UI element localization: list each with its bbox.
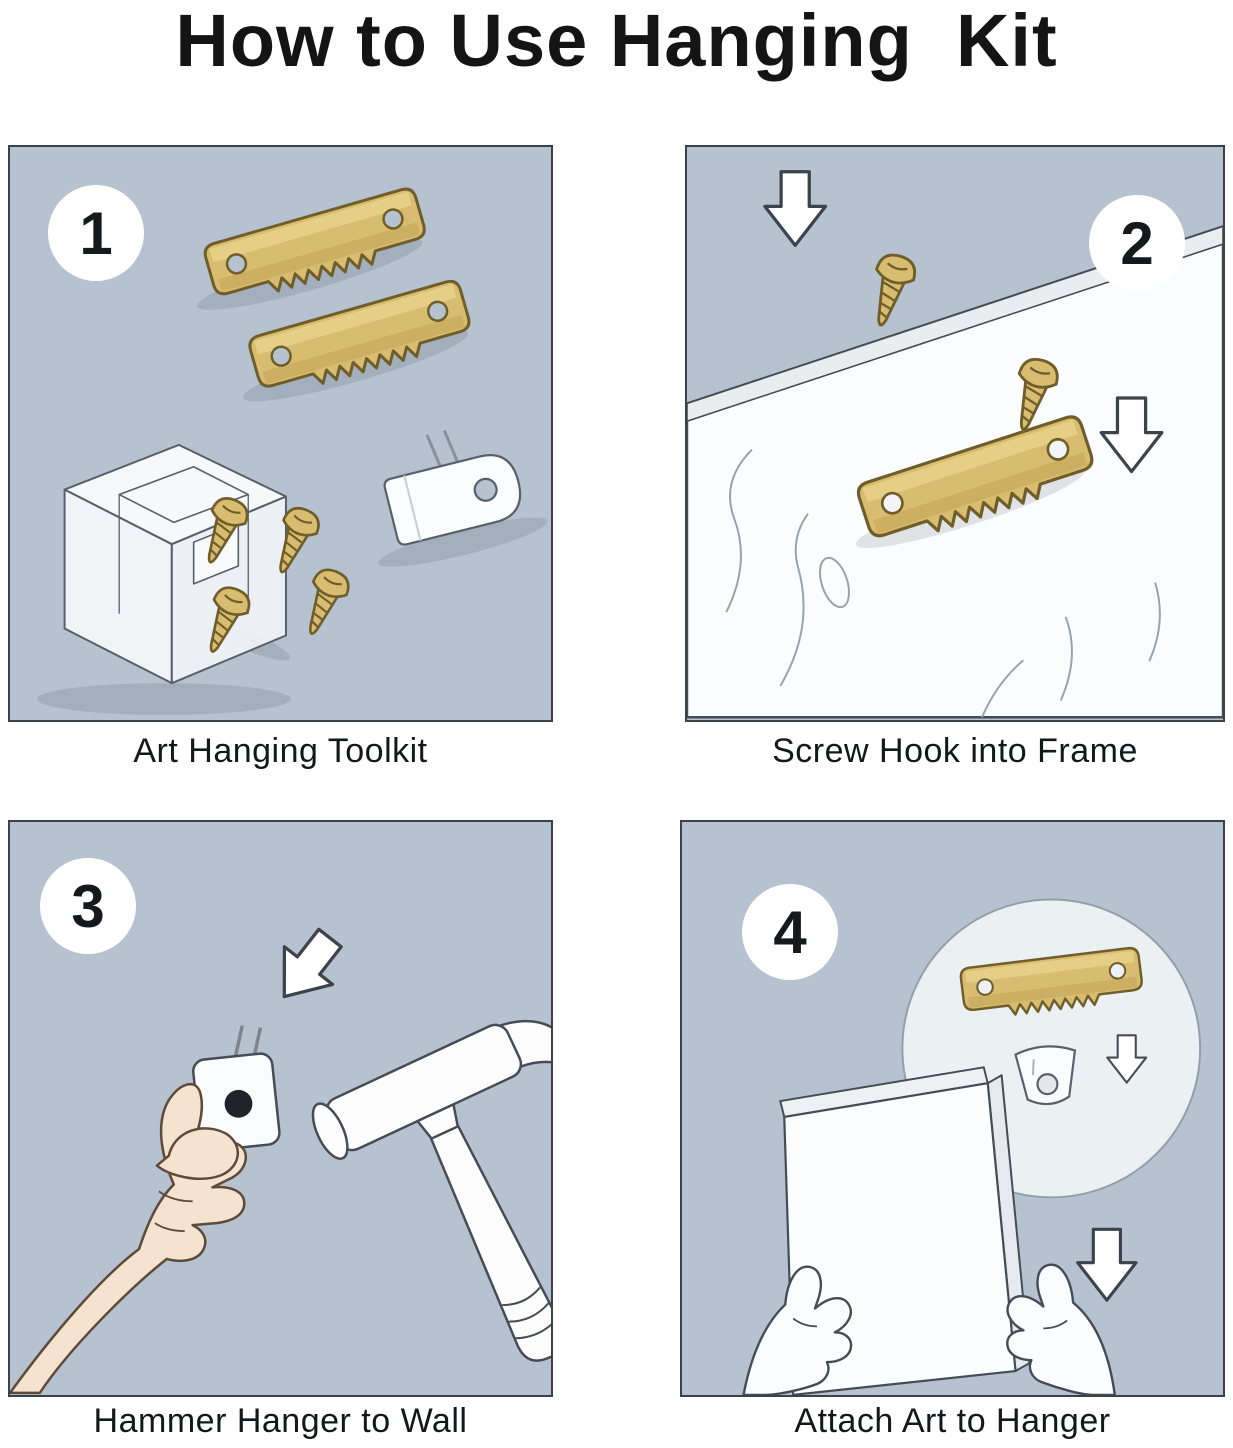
- step-2-panel: 2: [685, 145, 1225, 722]
- attach-art-illustration: [742, 898, 1202, 1395]
- step-1-panel: 1: [8, 145, 553, 722]
- sawtooth-hanger-icon: [248, 279, 471, 388]
- hammer-handle: [429, 1124, 551, 1362]
- screw-into-frame-illustration: [687, 170, 1223, 719]
- storage-box-icon: [63, 443, 287, 685]
- step-4-caption: Attach Art to Hanger: [794, 1402, 1111, 1440]
- toolkit-illustration: [36, 187, 548, 715]
- hammer-face: [311, 1102, 349, 1160]
- step-4-panel: 4: [680, 820, 1225, 1397]
- hammer-head: [325, 1023, 523, 1152]
- hand-illustration: [1006, 1263, 1116, 1395]
- wall-hook-icon: [383, 429, 522, 546]
- screw-icon: [309, 568, 350, 635]
- screw-icon: [207, 497, 249, 564]
- thumb: [155, 1127, 240, 1180]
- step-2-caption: Screw Hook into Frame: [772, 732, 1138, 770]
- arrow-down-icon: [1106, 1034, 1148, 1084]
- hand-illustration: [10, 1083, 248, 1395]
- step-number-badge: 3: [40, 858, 136, 954]
- step-number-badge: 4: [742, 884, 838, 980]
- screw-icon: [279, 506, 320, 574]
- arrow-down-icon: [282, 927, 343, 999]
- step-number-badge: 2: [1089, 195, 1185, 291]
- hand-illustration: [742, 1265, 853, 1395]
- wood-grain: [725, 449, 1161, 718]
- hammer-icon: [311, 1019, 551, 1362]
- page-title: How to Use Hanging Kit: [175, 0, 1058, 82]
- sawtooth-hanger-icon: [203, 187, 426, 296]
- screw-icon: [1017, 357, 1059, 431]
- arrow-down-icon: [763, 170, 828, 247]
- step-number-badge: 1: [48, 185, 144, 281]
- hammer-to-wall-illustration: [10, 927, 551, 1395]
- frame-board-edge: [687, 225, 1223, 423]
- step-1-caption: Art Hanging Toolkit: [133, 732, 428, 770]
- wall-hook-icon: [1014, 1045, 1077, 1106]
- sawtooth-hanger-icon: [856, 415, 1094, 538]
- arrow-down-icon: [1099, 396, 1164, 474]
- screw-icon: [875, 253, 917, 327]
- sawtooth-hanger-icon: [959, 946, 1143, 1016]
- step-3-panel: 3: [8, 820, 553, 1397]
- arrow-down-icon: [1076, 1227, 1138, 1302]
- screw-icon: [209, 586, 251, 653]
- step-3-caption: Hammer Hanger to Wall: [93, 1402, 468, 1440]
